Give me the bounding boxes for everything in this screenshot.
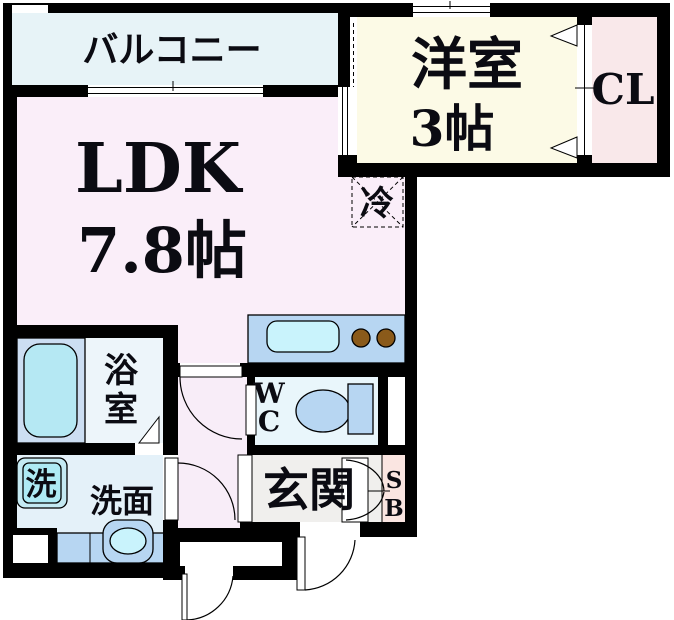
closet-divider-cap-bottom	[577, 155, 592, 163]
door-leaf-washroom	[164, 457, 179, 521]
wall-balcony-bottom-right	[263, 85, 350, 97]
wall-balcony-left	[3, 3, 12, 97]
door-leaf-ldk-hallway	[179, 365, 243, 378]
door-leaf-entry	[296, 536, 306, 591]
room-ldk-main	[17, 177, 405, 315]
label-bath-char2: 室	[104, 390, 138, 430]
toilet-tank	[347, 383, 374, 435]
label-western-room: 洋室	[411, 32, 523, 98]
wall-bath-bottom	[3, 443, 175, 455]
room-closet	[592, 17, 657, 163]
room-ldk-upper	[17, 97, 338, 177]
entrance-step	[237, 454, 253, 523]
room-ldk-nook	[175, 325, 248, 363]
wall-wc-bottom	[247, 445, 405, 455]
wall-outer-right	[657, 3, 670, 177]
room-hallway	[178, 377, 247, 528]
label-western-room-size: 3帖	[410, 99, 495, 158]
label-washstand: 洗面	[90, 482, 154, 520]
wall-entrance-bottom-right	[360, 522, 417, 537]
wall-bath-east	[163, 325, 178, 455]
closet-door-triangle-bottom	[549, 136, 578, 159]
wall-balcony-right	[338, 3, 350, 87]
closet-divider-cap-top	[577, 17, 592, 25]
label-balcony: バルコニー	[82, 29, 261, 71]
door-triangle-bath	[137, 415, 160, 444]
label-ldk: LDK	[75, 129, 244, 209]
door-arc-shoebox-top	[345, 459, 385, 492]
label-bath-char1: 浴	[104, 351, 139, 391]
corner-notch-void	[13, 535, 48, 563]
label-closet: CL	[592, 65, 655, 114]
label-refrigerator: 冷	[360, 184, 394, 224]
label-wc-char1: W	[252, 377, 285, 410]
stove-burner-left	[351, 328, 371, 348]
bathtub	[23, 343, 78, 438]
door-leaf-meter-box	[181, 573, 188, 620]
kitchen-sink	[266, 320, 340, 353]
door-arc-shoebox-bottom	[345, 491, 385, 521]
wall-bath-top	[3, 325, 175, 338]
meter-box-opening	[185, 566, 233, 580]
wall-wc-east	[378, 368, 388, 447]
door-leaf-shoebox	[341, 457, 369, 523]
toilet-bowl	[295, 389, 351, 433]
closet-door-triangle-top	[549, 24, 578, 47]
label-shoebox-char1: S	[386, 467, 403, 494]
window-western-top	[413, 3, 490, 17]
door-arc-entry	[304, 539, 356, 591]
washing-machine-inner	[22, 462, 62, 504]
balcony-top-gap	[12, 5, 48, 13]
label-ldk-size: 7.8帖	[77, 214, 247, 287]
label-wc-char2: C	[258, 405, 280, 438]
wall-western-top	[350, 3, 670, 17]
wall-ldk-east	[405, 168, 417, 537]
stove-burner-right	[376, 328, 396, 348]
wall-under-counter	[240, 363, 417, 377]
door-arc-ldk-hallway	[179, 376, 243, 440]
room-western	[357, 17, 577, 163]
wall-western-bottom	[350, 163, 670, 177]
room-balcony	[12, 13, 338, 85]
washbasin-bowl	[109, 527, 147, 555]
wall-balcony-bottom-left	[3, 85, 88, 97]
door-arc-washroom	[177, 462, 236, 521]
window-balcony	[88, 85, 263, 97]
wall-western-sw-corner	[338, 155, 357, 177]
label-washer: 洗	[26, 467, 57, 503]
label-shoebox-char2: B	[384, 495, 403, 522]
door-leaf-wc	[245, 384, 257, 436]
door-arc-meter-box	[186, 575, 234, 620]
meter-box-void	[180, 542, 282, 566]
label-entrance: 玄関	[263, 463, 355, 517]
refrigerator-cross-2	[351, 176, 404, 228]
door-gap-bath	[135, 443, 163, 455]
room-ldk-strip	[17, 315, 248, 325]
refrigerator-space	[351, 176, 404, 228]
room-shoebox	[382, 455, 405, 522]
wall-balcony-top	[3, 3, 350, 13]
